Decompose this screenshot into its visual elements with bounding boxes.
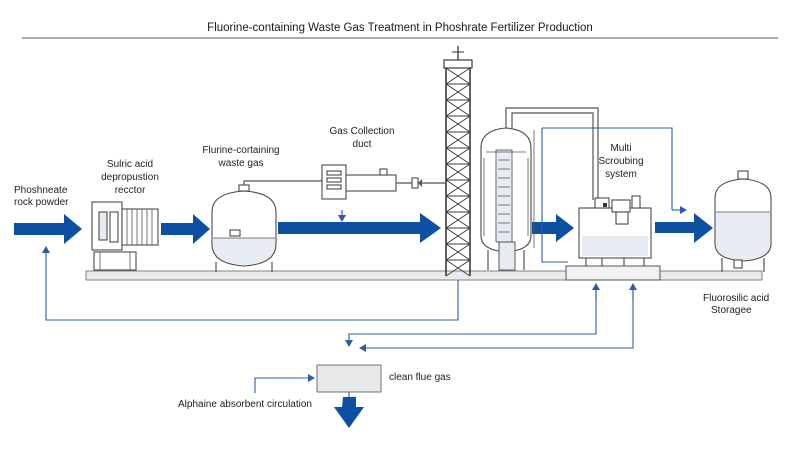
scrubber-side-line <box>541 128 568 263</box>
waste-gas-label-1: Flurine-cortaining <box>202 145 279 156</box>
scrubbing-label-3: system <box>605 169 637 180</box>
rock-powder-label-1: Phoshneate <box>14 185 68 196</box>
scrubber-top-line <box>542 127 673 210</box>
scrubber-return-line <box>345 285 597 347</box>
waste-gas-vessel <box>211 184 277 272</box>
storage-label-1: Fluorosilic acid <box>703 293 769 304</box>
reactor-label-1: Sulric acid <box>107 159 153 170</box>
clean-flue-gas-label: clean flue gas <box>389 372 451 383</box>
absorption-column <box>480 127 535 271</box>
flue-gas-stack <box>316 364 382 393</box>
discharge-down-arrow <box>334 397 364 428</box>
storage-tank <box>714 170 772 272</box>
column-scrubber-pipe-outer <box>505 107 599 200</box>
waste-gas-flow-arrow <box>278 213 441 243</box>
scrubber-absorbent-line <box>359 285 634 352</box>
return-line-to-feed <box>42 246 459 321</box>
absorbent-circulation-label: Alphaine absorbent circulation <box>178 399 312 410</box>
gas-collection-duct <box>321 164 445 222</box>
tower-to-scrubber-arrow <box>532 214 574 242</box>
reactor-label-2: depropustion <box>101 172 159 183</box>
scrubbing-system <box>565 195 661 281</box>
scrubber-to-storage-arrow <box>655 213 713 243</box>
duct-label-1: Gas Collection <box>329 126 394 137</box>
diagram-title: Fluorine-containing Waste Gas Treatment … <box>207 22 593 34</box>
rock-powder-label-2: rock powder <box>14 197 69 208</box>
ground-platform <box>85 270 763 281</box>
tank-duct-pipe <box>243 180 322 185</box>
reactor-outlet-arrow <box>161 214 210 244</box>
column-scrubber-pipe-inner <box>511 112 594 200</box>
scrubbing-label-1: Multi <box>610 143 631 154</box>
scrubbing-label-2: Scroubing <box>598 156 643 167</box>
reactor-unit <box>91 201 159 271</box>
duct-label-2: duct <box>353 139 372 150</box>
lattice-tower <box>443 46 473 277</box>
absorbent-circulation-line <box>254 374 315 393</box>
waste-gas-label-2: waste gas <box>217 158 263 169</box>
feed-flow-arrow <box>14 214 82 244</box>
reactor-label-3: recctor <box>115 185 146 196</box>
storage-label-2: Storagee <box>711 305 752 316</box>
